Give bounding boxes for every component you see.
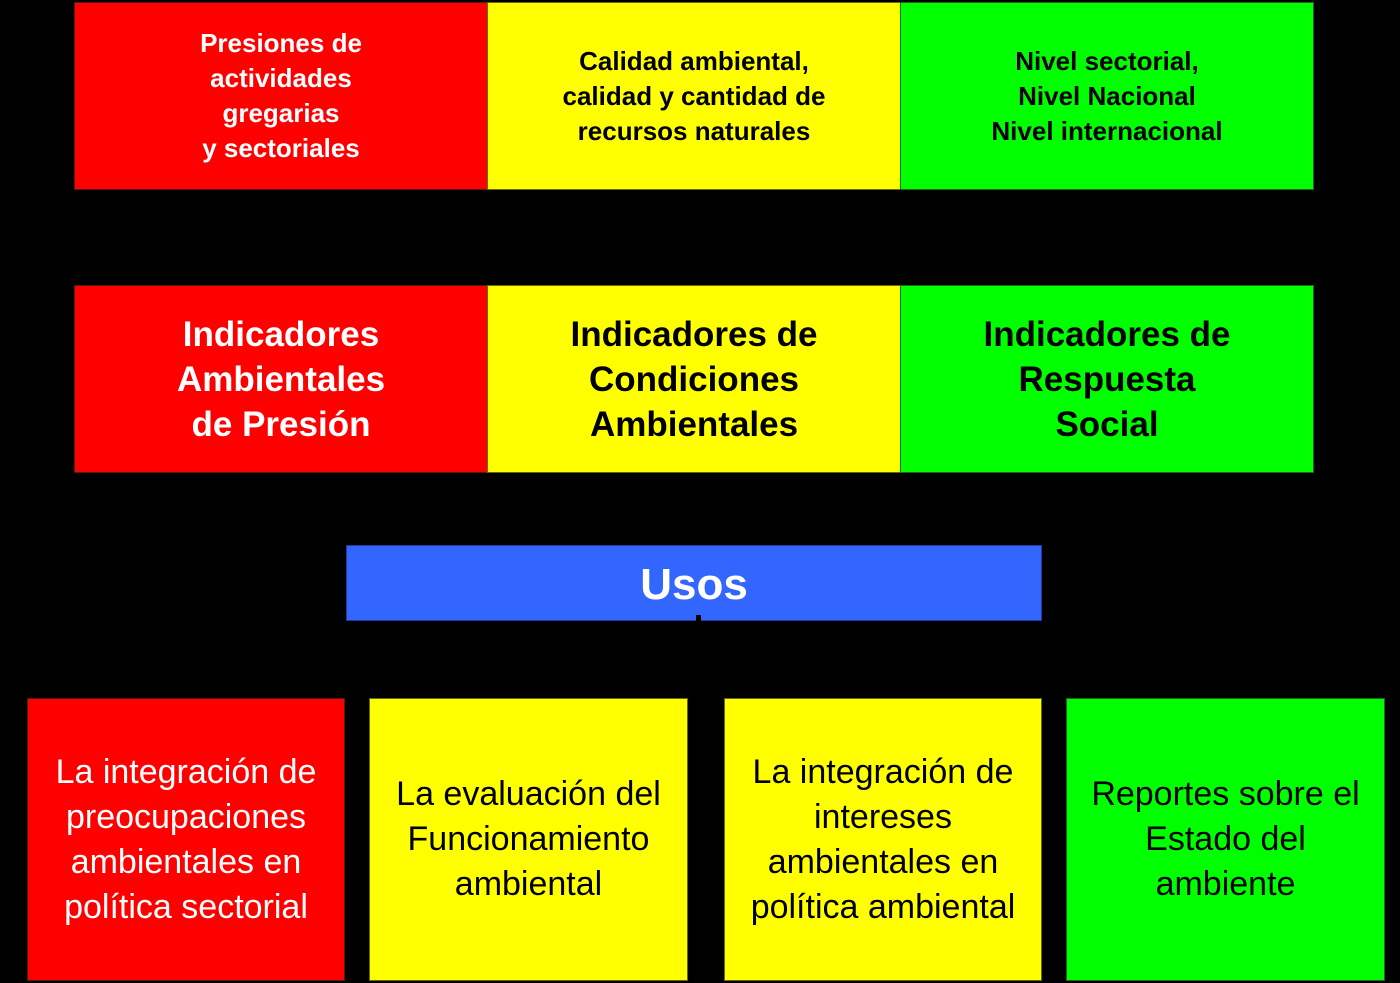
response-indicators-box: Indicadores de Respuesta Social [900, 285, 1314, 473]
use-environmental-policy-text: La integración de intereses ambientales … [750, 752, 1016, 926]
pressure-indicators-box: Indicadores Ambientales de Presión [74, 285, 488, 473]
levels-text: Nivel sectorial, Nivel Nacional Nivel in… [991, 45, 1223, 146]
connector-tick [696, 615, 701, 621]
use-state-reports-box: Reportes sobre el Estado del ambiente [1066, 698, 1385, 981]
use-performance-evaluation-box: La evaluación del Funcionamiento ambient… [369, 698, 688, 981]
response-indicators-text: Indicadores de Respuesta Social [983, 314, 1231, 444]
pressure-sources-text: Presiones de actividades gregarias y sec… [200, 28, 362, 163]
use-environmental-policy-box: La integración de intereses ambientales … [724, 698, 1042, 981]
levels-box: Nivel sectorial, Nivel Nacional Nivel in… [900, 2, 1314, 190]
condition-indicators-text: Indicadores de Condiciones Ambientales [570, 314, 818, 444]
use-state-reports-text: Reportes sobre el Estado del ambiente [1091, 775, 1360, 903]
use-sectoral-policy-box: La integración de preocupaciones ambient… [27, 698, 345, 981]
condition-indicators-box: Indicadores de Condiciones Ambientales [487, 285, 901, 473]
usos-label: Usos [640, 560, 748, 609]
use-performance-evaluation-text: La evaluación del Funcionamiento ambient… [396, 775, 661, 903]
pressure-indicators-text: Indicadores Ambientales de Presión [176, 314, 386, 444]
environmental-quality-box: Calidad ambiental, calidad y cantidad de… [487, 2, 901, 190]
environmental-quality-text: Calidad ambiental, calidad y cantidad de… [562, 45, 826, 146]
usos-header-box: Usos [346, 545, 1042, 621]
use-sectoral-policy-text: La integración de preocupaciones ambient… [55, 752, 317, 926]
pressure-sources-box: Presiones de actividades gregarias y sec… [74, 2, 488, 190]
